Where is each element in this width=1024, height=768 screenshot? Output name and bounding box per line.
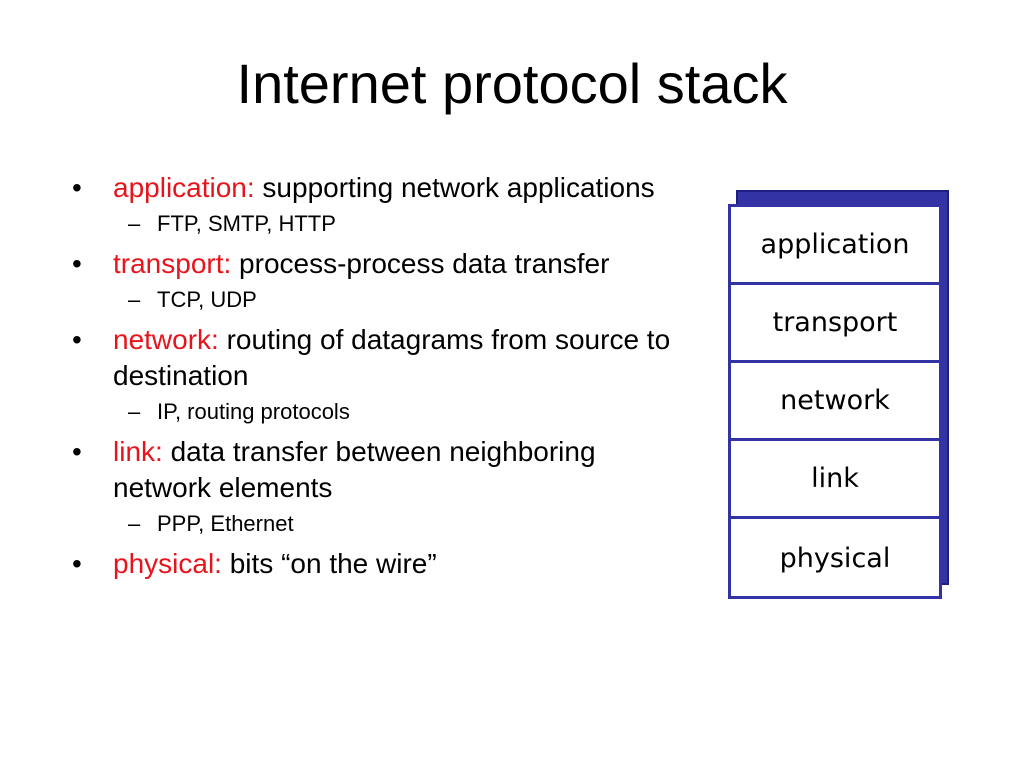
bullet-list: • application: supporting network applica… xyxy=(72,170,672,582)
slide-title: Internet protocol stack xyxy=(236,52,788,115)
stack-layer-application: application xyxy=(731,207,939,285)
stack-layer-transport: transport xyxy=(731,285,939,363)
bullet-dot-icon: • xyxy=(72,248,82,279)
sub-bullet-text: FTP, SMTP, HTTP xyxy=(157,211,336,236)
dash-icon: – xyxy=(128,511,141,536)
bullet-dot-icon: • xyxy=(72,436,82,467)
bullet-description: data transfer between neighboring networ… xyxy=(113,436,596,503)
bullet-term: application: xyxy=(113,172,255,203)
stack-layer-physical: physical xyxy=(779,542,891,574)
sub-bullet-text: TCP, UDP xyxy=(157,287,257,312)
dash-icon: – xyxy=(128,211,141,236)
bullet-network: • network: routing of datagrams from sour… xyxy=(72,322,672,394)
sub-bullet-text: PPP, Ethernet xyxy=(157,511,294,536)
dash-icon: – xyxy=(128,287,141,312)
sub-bullet-application: –FTP, SMTP, HTTP xyxy=(72,210,672,238)
stack-box: application transport network link physi… xyxy=(728,204,942,599)
bullet-description: supporting network applications xyxy=(254,172,655,203)
bullet-term: network: xyxy=(113,324,219,355)
bullet-dot-icon: • xyxy=(72,548,82,579)
bullet-description: routing of datagrams from source to dest… xyxy=(113,324,671,391)
bullet-term: transport: xyxy=(113,248,232,279)
bullet-transport: • transport: process-process data transfe… xyxy=(72,246,672,282)
sub-bullet-link: –PPP, Ethernet xyxy=(72,510,672,538)
sub-bullet-transport: –TCP, UDP xyxy=(72,286,672,314)
stack-layer-link: link xyxy=(731,441,939,519)
stack-layer-network: network xyxy=(731,363,939,441)
bullet-physical: • physical: bits “on the wire” xyxy=(72,546,672,582)
bullet-term: link: xyxy=(113,436,163,467)
bullet-description: process-process data transfer xyxy=(231,248,610,279)
bullet-application: • application: supporting network applica… xyxy=(72,170,672,206)
dash-icon: – xyxy=(128,399,141,424)
sub-bullet-text: IP, routing protocols xyxy=(157,399,350,424)
bullet-link: • link: data transfer between neighboring… xyxy=(72,434,672,506)
bullet-dot-icon: • xyxy=(72,172,82,203)
bullet-description: bits “on the wire” xyxy=(221,548,437,579)
sub-bullet-network: –IP, routing protocols xyxy=(72,398,672,426)
protocol-stack-diagram: application transport network link physi… xyxy=(728,190,952,602)
bullet-term: physical: xyxy=(113,548,222,579)
bullet-dot-icon: • xyxy=(72,324,82,355)
